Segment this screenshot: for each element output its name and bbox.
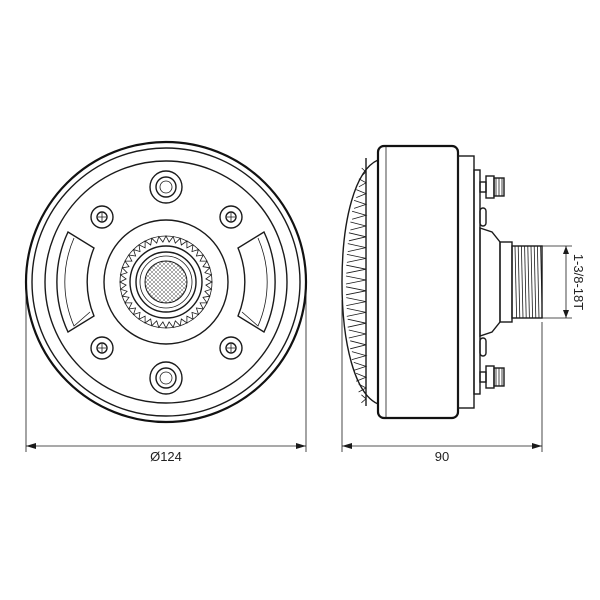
fin-line [347, 318, 367, 328]
finned-front [341, 158, 379, 406]
fin-line [353, 362, 368, 371]
fin-line [351, 210, 368, 220]
fin-line [346, 308, 367, 317]
throat-ring-2 [139, 255, 193, 309]
fin-line [345, 286, 367, 296]
back-plate-1 [457, 155, 475, 409]
slot-left [56, 230, 95, 334]
thread-line [517, 245, 521, 319]
gear-teeth [119, 235, 213, 329]
front-view: Ø124 [24, 140, 308, 464]
front-plate [44, 160, 288, 404]
throat-ring [135, 251, 197, 313]
mount-hole-icon [149, 361, 183, 395]
thread-line [521, 245, 524, 319]
magnet-body [376, 144, 460, 420]
screw-icon [219, 205, 243, 229]
gear-ring-inner [129, 245, 203, 319]
thread-line [514, 245, 517, 319]
terminal-icon [479, 365, 505, 389]
terminal-icon [479, 175, 505, 199]
fin-line [345, 275, 367, 285]
threaded-throat [511, 245, 543, 319]
fin-line [350, 340, 367, 350]
thread-line [524, 245, 527, 319]
outer-rim [24, 140, 308, 424]
depth-dimension: 90 [341, 300, 543, 464]
side-view: 1-3/8-18T 90 [341, 144, 586, 464]
center-boss [103, 219, 229, 345]
hex-nut [499, 241, 513, 323]
rear-hub [479, 227, 501, 337]
screw-icon [90, 336, 114, 360]
thread-line [530, 245, 533, 319]
screw-icon [90, 205, 114, 229]
fin-line [351, 351, 368, 360]
fin-line [348, 232, 367, 242]
depth-label: 90 [435, 449, 449, 464]
fin-line [350, 221, 367, 231]
thread-line [533, 245, 537, 319]
thread-label: 1-3/8-18T [571, 254, 586, 310]
phase-plug-mesh [144, 260, 188, 304]
thread-line [527, 245, 530, 319]
mount-hole-icon [149, 170, 183, 204]
fin-line [348, 329, 367, 339]
boss-bump [479, 337, 487, 357]
slot-right [237, 230, 276, 334]
diameter-dimension: Ø124 [25, 290, 307, 464]
thread-lines [514, 245, 543, 319]
cooling-fins [345, 167, 368, 404]
boss-bump [479, 207, 487, 227]
fin-line [353, 200, 368, 209]
thread-line [540, 245, 543, 319]
outer-rim-inner [31, 147, 301, 417]
fin-line [356, 189, 368, 198]
fin-line [346, 297, 367, 306]
fin-line [346, 254, 367, 263]
diameter-label: Ø124 [150, 449, 182, 464]
thread-callout: 1-3/8-18T [542, 245, 586, 319]
screw-icon [219, 336, 243, 360]
fin-line [346, 264, 367, 274]
back-plate-2 [473, 169, 481, 395]
fin-line [347, 243, 367, 252]
thread-line [537, 245, 540, 319]
